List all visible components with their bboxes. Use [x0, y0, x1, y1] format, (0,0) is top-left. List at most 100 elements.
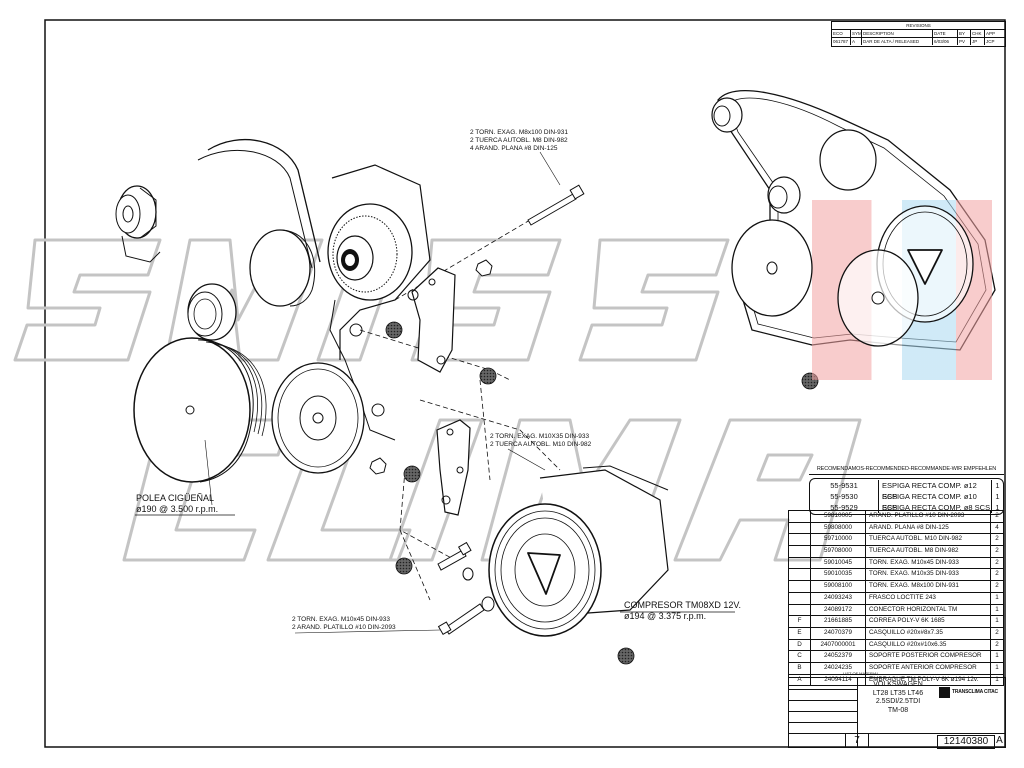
bom-part: 24052379	[811, 651, 866, 662]
rev-col-sym: SYM	[852, 30, 862, 37]
nut-icon	[369, 259, 495, 612]
rev-desc: DAR DE ALTA / RELEASED	[862, 38, 933, 45]
bom-qty: 1	[990, 592, 1004, 604]
recommended-row: 55-9530 ESPIGA RECTA COMP. ø10 SCS 1	[810, 491, 1003, 512]
bom-caption: LIST OF MATERIAL	[843, 671, 879, 676]
crank-pulley-icon	[133, 337, 267, 483]
bom-qty: 2	[990, 627, 1004, 639]
bom-desc: TORN. EXAG. M10x45 DIN-933	[869, 558, 959, 566]
revision-header-row: ECO SYM DESCRIPTION DATE BY CHK APP	[832, 30, 1005, 38]
reference-balloons	[385, 321, 819, 665]
callout-low-bolt: 2 TORN. EXAG. M10x45 DIN-933 2 ARAND. PL…	[292, 616, 396, 632]
recommended-parts-table: RECOMENDAMOS-RECOMMENDED-RECOMMANDE-WIR …	[809, 465, 1004, 515]
bom-sym	[788, 592, 811, 604]
bom-part: 59010035	[811, 569, 866, 581]
compressor-model: TM-08	[887, 706, 909, 714]
bom-part: 21661885	[811, 616, 866, 627]
bom-part: 24094114	[811, 674, 866, 686]
reco-qty: 1	[991, 480, 1003, 491]
bom-part: 59808000	[811, 522, 866, 534]
callout-line: 2 TUERCA AUTOBL. M8 DIN-982	[470, 137, 568, 144]
bom-sym: B	[788, 662, 811, 674]
bom-sym: F	[788, 616, 811, 627]
bom-desc: FRASCO LOCTITE 243	[869, 593, 936, 601]
bom-qty: 1	[990, 662, 1004, 674]
bom-qty: 2	[990, 581, 1004, 592]
bom-qty: 2	[990, 546, 1004, 557]
bom-qty: 2	[990, 569, 1004, 581]
idler-pulley-icon	[115, 185, 161, 263]
belt-route-icon	[207, 138, 321, 263]
crank-spec: ø190 @ 3.500 r.p.m.	[136, 504, 219, 514]
rev-app: JCP	[986, 39, 995, 44]
bom-part: 59708000	[811, 546, 866, 557]
bom-part: 24070379	[811, 627, 866, 639]
rev-col-app: APP	[986, 31, 996, 36]
rev-sym: A	[851, 38, 862, 45]
bom-desc: TORN. EXAG. M10x35 DIN-933	[869, 570, 959, 578]
compressor-icon	[488, 465, 669, 637]
crank-pulley-label: POLEA CIGÜEÑAL ø190 @ 3.500 r.p.m.	[136, 493, 218, 515]
bom-sym	[788, 557, 811, 569]
tensioner-icon	[327, 164, 431, 441]
bom-qty: 2	[990, 557, 1004, 569]
bom-desc: CASQUILLO #20x#10x6.35	[869, 640, 947, 648]
bom-sym	[788, 522, 811, 534]
reco-part: 55-9529	[810, 502, 879, 513]
title-block-signatures	[789, 678, 858, 747]
reco-qty: 1	[991, 502, 1003, 513]
rev-col-by: BY	[958, 30, 971, 37]
callout-line: 4 ARAND. PLANA #8 DIN-125	[470, 145, 558, 152]
title-block-footer: 7 12140380 A	[789, 733, 1005, 749]
bom-sym	[788, 604, 811, 616]
bom-qty: 2	[990, 511, 1004, 522]
bom-desc: CORREA POLY-V 6K 1685	[869, 617, 945, 625]
revision-title: REVISIONS	[832, 22, 1005, 30]
bom-part: 59810005	[811, 511, 866, 522]
bom-qty: 4	[990, 522, 1004, 534]
bom-part: 59010045	[811, 557, 866, 569]
title-block: VOLKSWAGEN LT28 LT35 LT46 2.5SDI/2.5TDI …	[788, 677, 1006, 749]
reco-desc: ESPIGA RECTA COMP. ø10 SCS	[882, 492, 977, 512]
rev-col-eco: ECO	[832, 30, 851, 37]
idler-pulley-icon	[249, 229, 316, 307]
bom-desc: SOPORTE POSTERIOR COMPRESOR	[869, 652, 982, 660]
idler-pulley-icon	[187, 283, 237, 341]
reco-qty: 1	[991, 491, 1003, 502]
callout-line: 2 ARAND. PLATILLO #10 DIN-2093	[292, 624, 396, 631]
rev-col-chk: CHK	[971, 30, 985, 37]
bom-desc: CONECTOR HORIZONTAL TM	[869, 605, 958, 613]
bom-desc: ARAND. PLATILLO #10 DIN-2093	[869, 512, 965, 519]
crank-title: POLEA CIGÜEÑAL	[136, 493, 215, 503]
bom-part: 24093243	[811, 592, 866, 604]
sheet-number: 7	[845, 734, 869, 748]
company-name: TRANSCLIMA CITAC	[952, 689, 998, 695]
rev-col-desc: DESCRIPTION	[862, 30, 933, 37]
bom-desc: TUERCA AUTOBL. M10 DIN-982	[869, 535, 962, 543]
bom-qty: 1	[990, 604, 1004, 616]
reco-part: 55-9531	[810, 480, 879, 491]
bom-part: 59710000	[811, 534, 866, 546]
bom-part: 59008100	[811, 581, 866, 592]
recommended-box: 55-9531 ESPIGA RECTA COMP. ø12 SCS 1 55-…	[809, 478, 1004, 515]
rev-chk: JP	[971, 38, 985, 45]
bom-sym	[788, 581, 811, 592]
fastener-bolt-icon	[437, 184, 585, 636]
rev-date: 6/03/06	[933, 38, 958, 45]
drawing-revision: A	[996, 735, 1003, 746]
recommended-header: RECOMENDAMOS-RECOMMENDED-RECOMMANDE-WIR …	[809, 465, 1004, 475]
bom-sym	[788, 546, 811, 557]
reco-desc: ESPIGA RECTA COMP. ø12 SCS	[882, 481, 977, 501]
